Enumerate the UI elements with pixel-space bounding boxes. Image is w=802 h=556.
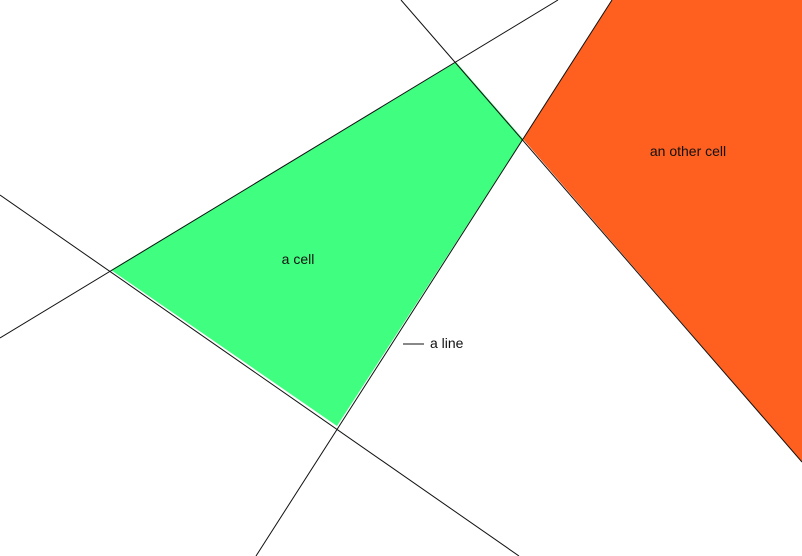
cell-b-region bbox=[523, 0, 802, 462]
boundary-line bbox=[255, 0, 613, 556]
boundary-line bbox=[0, 194, 520, 556]
cell-a-region bbox=[111, 62, 523, 426]
cell-a-label: a cell bbox=[282, 251, 315, 267]
boundary-line bbox=[0, 0, 559, 339]
cell-b-label: an other cell bbox=[650, 143, 726, 159]
legend-line-label: a line bbox=[430, 335, 464, 351]
boundary-line bbox=[400, 0, 802, 463]
